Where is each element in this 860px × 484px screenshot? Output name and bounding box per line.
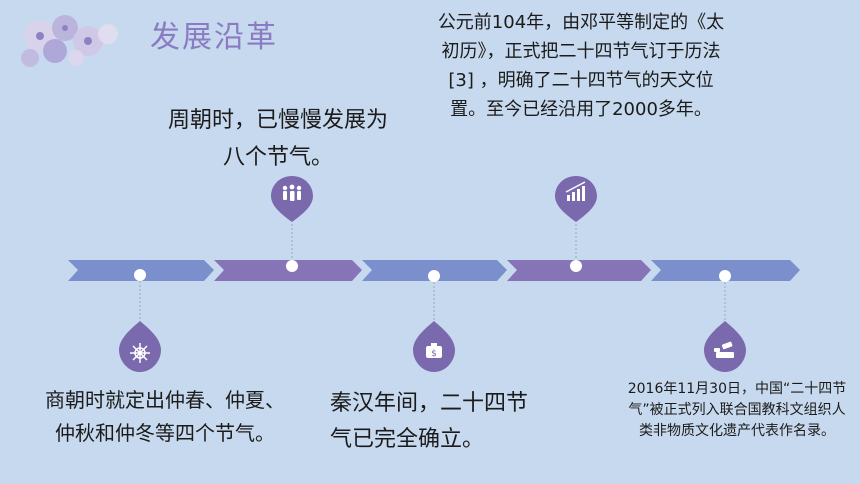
ship-wheel-icon [130,343,150,363]
timeline-node-2 [286,260,298,272]
timeline-node-4 [570,260,582,272]
people-group-icon [282,184,302,201]
cash-hand-icon [714,341,734,358]
bar-chart-icon [565,181,586,201]
event-text-taichu: 公元前104年，由邓平等制定的《太初历》，正式把二十四节气订于历法[3] ，明确… [437,12,725,120]
timeline-node-1 [134,269,146,281]
page-title: 发展沿革 [150,20,278,55]
event-text-unesco: 2016年11月30日，中国“二十四节气”被正式列入联合国教科文组织人类非物质文… [627,381,847,439]
arrow-segment-2 [214,260,362,281]
pin-above-1 [271,176,313,222]
pin-below-2: $ [413,321,455,372]
svg-text:$: $ [431,349,437,359]
pin-below-3 [704,321,746,372]
event-text-shang: 商朝时就定出仲春、仲夏、仲秋和仲冬等四个节气。 [45,388,285,445]
event-text-qinhan: 秦汉年间，二十四节气已完全确立。 [330,391,529,452]
pin-below-1 [119,321,161,372]
flower-decoration [21,15,118,67]
pin-above-2 [555,176,597,222]
timeline-node-3 [428,270,440,282]
money-bag-icon: $ [426,343,442,359]
event-text-zhou: 周朝时，已慢慢发展为八个节气。 [168,108,389,170]
timeline-node-5 [719,270,731,282]
